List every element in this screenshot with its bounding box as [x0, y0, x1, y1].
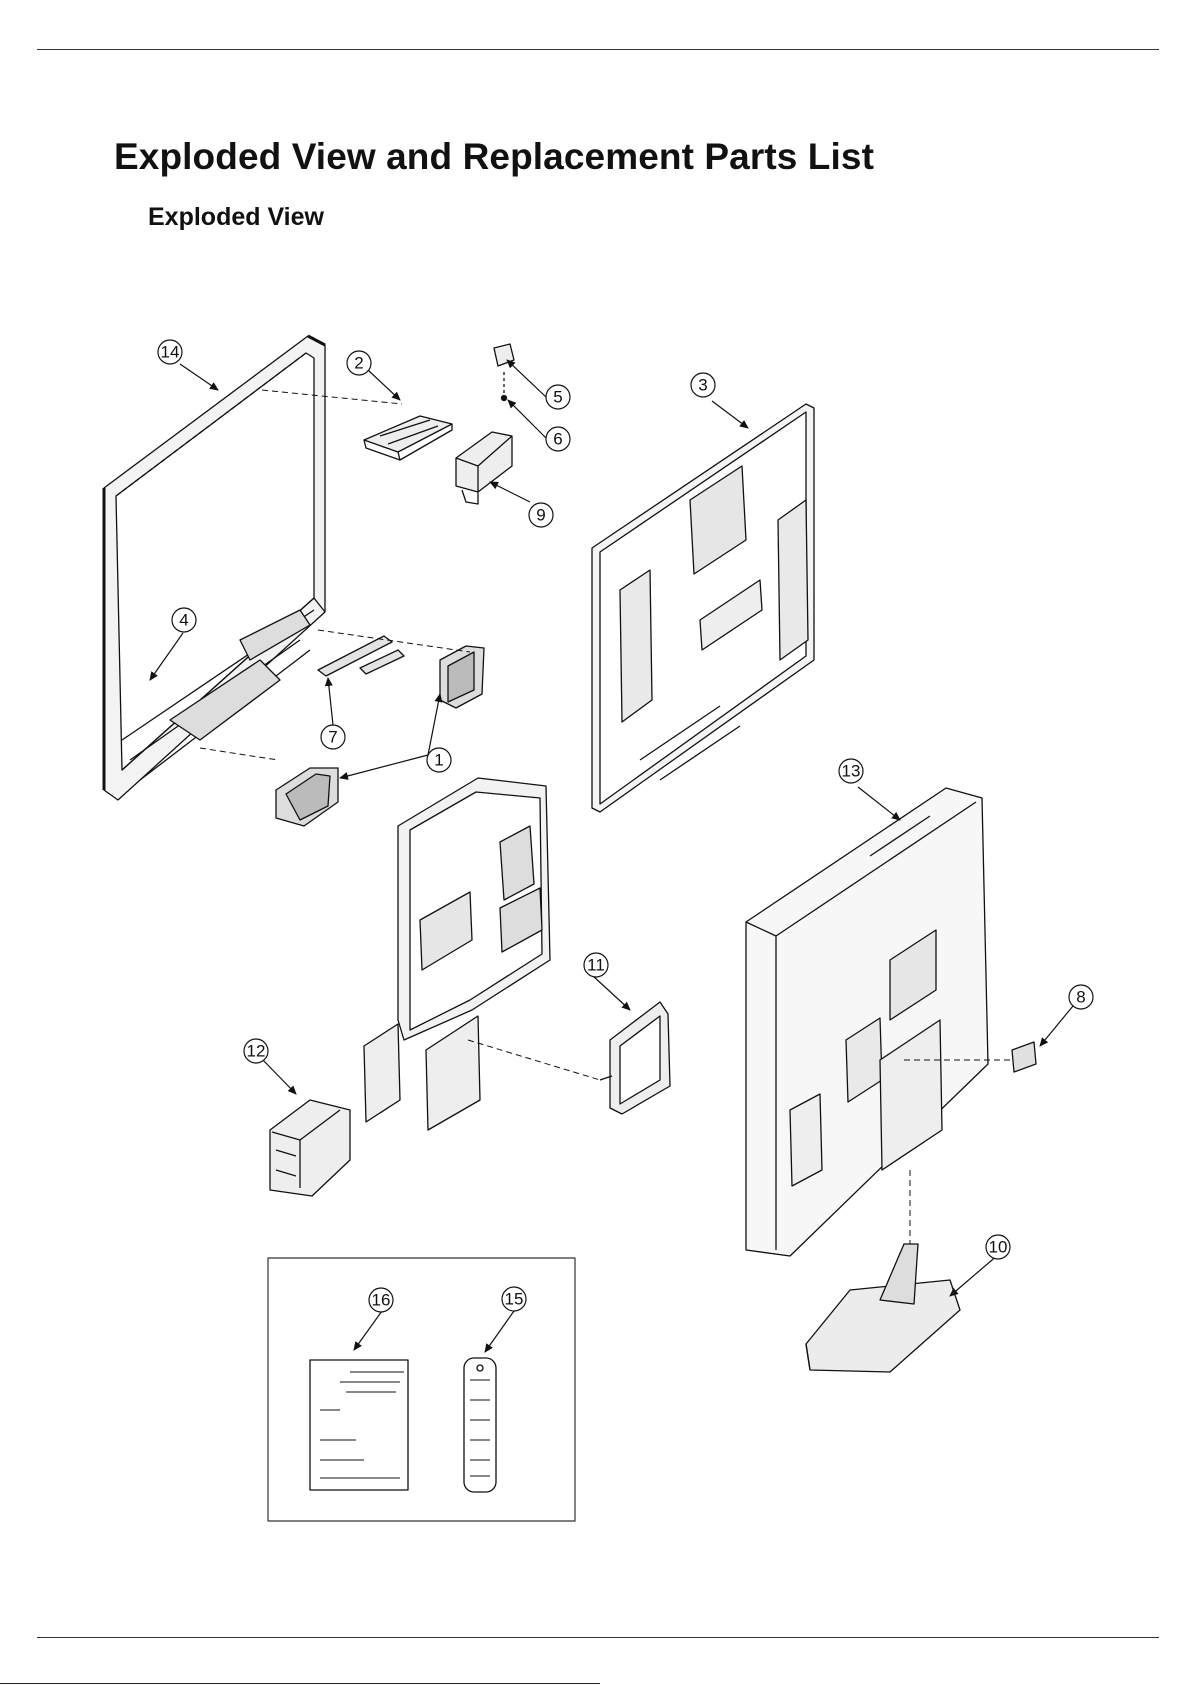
terminal-cover-part — [270, 1100, 350, 1196]
svg-text:9: 9 — [536, 506, 545, 525]
callout-5: 5 — [546, 385, 570, 409]
callout-13: 13 — [839, 759, 863, 783]
sensor-block-part — [456, 432, 512, 504]
svg-text:4: 4 — [179, 611, 188, 630]
callout-14: 14 — [158, 340, 182, 364]
front-bezel-part — [104, 336, 325, 800]
bottom-rule — [37, 1637, 1159, 1638]
bracket-part — [364, 416, 452, 460]
switch-bar-part — [318, 636, 404, 676]
svg-text:16: 16 — [372, 1291, 391, 1310]
callout-9: 9 — [529, 503, 553, 527]
label-part — [1012, 1042, 1036, 1072]
callout-7: 7 — [321, 725, 345, 749]
callout-1: 1 — [427, 748, 451, 772]
svg-text:12: 12 — [247, 1042, 266, 1061]
callout-16: 16 — [369, 1288, 393, 1312]
callout-11: 11 — [584, 953, 608, 977]
svg-text:5: 5 — [553, 388, 562, 407]
svg-text:2: 2 — [354, 354, 363, 373]
svg-text:1: 1 — [434, 751, 443, 770]
callout-4: 4 — [172, 608, 196, 632]
footer-line — [0, 1683, 600, 1684]
small-clip-part — [494, 344, 514, 401]
back-cover-part — [746, 788, 988, 1256]
instruction-book-part — [310, 1360, 408, 1490]
main-board-part — [364, 778, 550, 1130]
callout-6: 6 — [546, 427, 570, 451]
svg-text:14: 14 — [161, 343, 180, 362]
svg-text:15: 15 — [505, 1290, 524, 1309]
stand-part — [806, 1244, 960, 1372]
remote-control-part — [464, 1358, 496, 1492]
callout-15: 15 — [502, 1287, 526, 1311]
callout-8: 8 — [1069, 985, 1093, 1009]
callout-2: 2 — [347, 351, 371, 375]
svg-text:3: 3 — [698, 376, 707, 395]
svg-text:8: 8 — [1076, 988, 1085, 1007]
svg-text:6: 6 — [553, 430, 562, 449]
callout-10: 10 — [986, 1235, 1010, 1259]
callout-3: 3 — [691, 373, 715, 397]
callout-12: 12 — [244, 1039, 268, 1063]
rear-chassis-part — [592, 404, 814, 812]
svg-text:7: 7 — [328, 728, 337, 747]
side-terminal-part — [600, 1002, 670, 1114]
svg-text:11: 11 — [587, 956, 605, 975]
svg-text:10: 10 — [989, 1238, 1008, 1257]
svg-text:13: 13 — [842, 762, 861, 781]
